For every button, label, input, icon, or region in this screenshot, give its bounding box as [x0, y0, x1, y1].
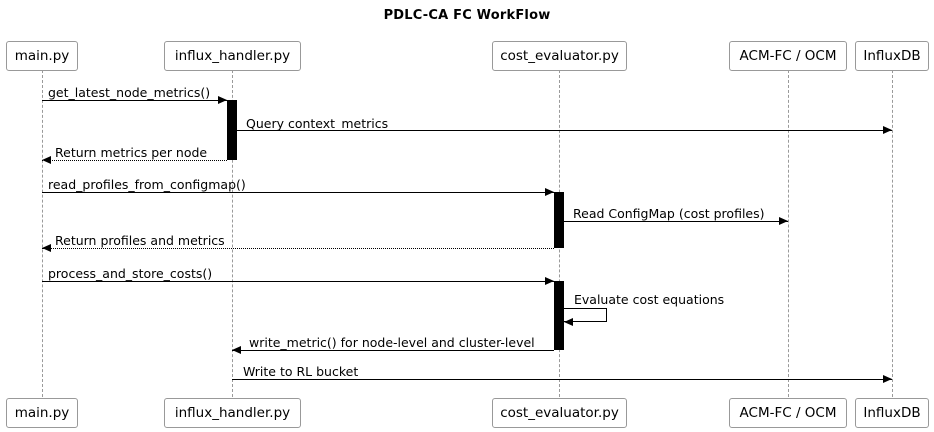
participant-cost_evaluator-bottom[interactable]: cost_evaluator.py	[492, 398, 627, 428]
message-line-3	[42, 160, 227, 161]
participant-acm_fc-top[interactable]: ACM-FC / OCM	[729, 41, 847, 71]
participant-label: cost_evaluator.py	[500, 48, 619, 64]
message-label-3: Return metrics per node	[55, 145, 208, 160]
participant-main-top[interactable]: main.py	[6, 41, 78, 71]
participant-label: influx_handler.py	[174, 405, 291, 421]
activation-bar-influx_handler	[227, 100, 237, 160]
participant-label: influx_handler.py	[174, 48, 291, 64]
participant-main-bottom[interactable]: main.py	[6, 398, 78, 428]
message-line-1	[42, 100, 227, 101]
arrowhead-10	[883, 375, 892, 383]
arrowhead-5	[779, 217, 788, 225]
participant-cost_evaluator-top[interactable]: cost_evaluator.py	[492, 41, 627, 71]
arrowhead-1	[218, 96, 227, 104]
participant-label: main.py	[14, 405, 70, 421]
message-label-4: read_profiles_from_configmap()	[48, 177, 246, 192]
message-line-2	[237, 130, 892, 131]
message-label-2: Query context_metrics	[246, 116, 389, 131]
arrowhead-8	[564, 317, 573, 326]
activation-bar-cost_evaluator	[554, 192, 564, 248]
participant-label: cost_evaluator.py	[500, 405, 619, 421]
arrowhead-9	[232, 346, 241, 354]
participant-label: ACM-FC / OCM	[739, 405, 837, 421]
diagram-title: PDLC-CA FC WorkFlow	[383, 8, 551, 23]
participant-label: InfluxDB	[863, 48, 921, 64]
activation-bar-cost_evaluator	[554, 281, 564, 350]
participant-label: InfluxDB	[863, 405, 921, 421]
arrowhead-6	[42, 244, 51, 252]
arrowhead-4	[545, 188, 554, 196]
participant-label: ACM-FC / OCM	[739, 48, 837, 64]
self-message-loop-8	[564, 308, 607, 322]
message-label-6: Return profiles and metrics	[55, 233, 225, 248]
message-label-7: process_and_store_costs()	[48, 266, 213, 281]
arrowhead-2	[883, 126, 892, 134]
lifeline-acm_fc	[788, 70, 789, 397]
message-line-10	[232, 379, 892, 380]
participant-influxdb-bottom[interactable]: InfluxDB	[855, 398, 929, 428]
arrowhead-7	[545, 277, 554, 285]
participant-influxdb-top[interactable]: InfluxDB	[855, 41, 929, 71]
lifeline-influx_handler	[232, 70, 233, 397]
message-label-8: Evaluate cost equations	[574, 292, 725, 307]
participant-label: main.py	[14, 48, 70, 64]
lifeline-influxdb	[892, 70, 893, 397]
participant-influx_handler-bottom[interactable]: influx_handler.py	[164, 398, 301, 428]
arrowhead-3	[42, 156, 51, 164]
message-line-7	[42, 281, 554, 282]
participant-influx_handler-top[interactable]: influx_handler.py	[164, 41, 301, 71]
message-line-9	[232, 350, 554, 351]
message-line-4	[42, 192, 554, 193]
message-label-9: write_metric() for node-level and cluste…	[249, 335, 535, 350]
message-label-10: Write to RL bucket	[243, 364, 359, 379]
participant-acm_fc-bottom[interactable]: ACM-FC / OCM	[729, 398, 847, 428]
message-line-6	[42, 248, 554, 249]
message-label-5: Read ConfigMap (cost profiles)	[573, 206, 765, 221]
lifeline-main	[42, 70, 43, 397]
message-label-1: get_latest_node_metrics()	[48, 85, 211, 100]
message-line-5	[564, 221, 788, 222]
